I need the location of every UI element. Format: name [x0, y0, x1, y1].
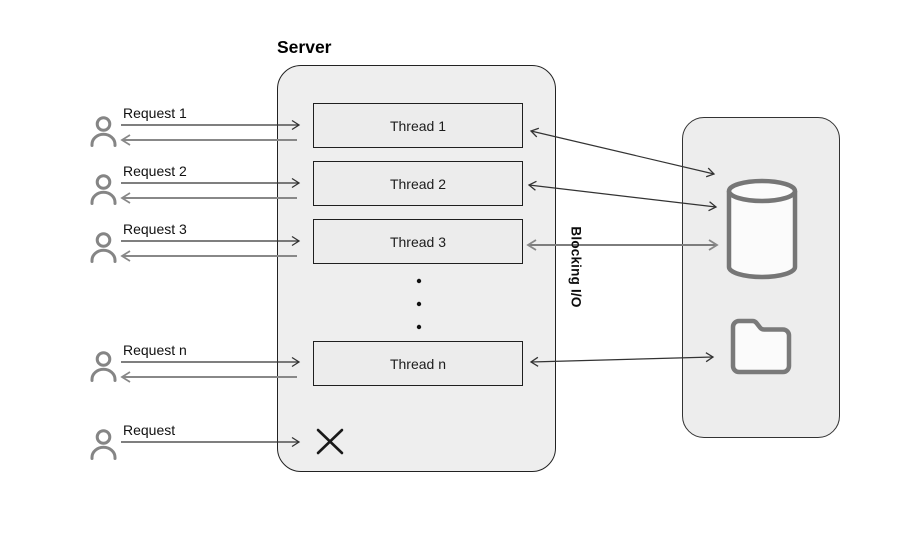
- request-rejected-label: Request: [123, 422, 176, 438]
- x-icon: [316, 428, 344, 455]
- blocking-io-label: Blocking I/O: [568, 226, 584, 308]
- thread-box-n: Thread n: [313, 341, 523, 386]
- thread-box-2: Thread 2: [313, 161, 523, 206]
- thread-box-3: Thread 3: [313, 219, 523, 264]
- database-icon: [726, 178, 798, 280]
- user-3-icon: [90, 232, 117, 263]
- ellipsis-dots-icon: [416, 278, 422, 330]
- folder-icon: [730, 318, 792, 375]
- thread-box-1: Thread 1: [313, 103, 523, 148]
- user-rejected-icon: [90, 429, 117, 460]
- thread1-db-connector: [529, 127, 716, 178]
- user-2-icon: [90, 174, 117, 205]
- threadn-folder-connector: [529, 352, 715, 367]
- request-1-label: Request 1: [123, 105, 187, 121]
- request-3-label: Request 3: [123, 221, 187, 237]
- request-2-label: Request 2: [123, 163, 187, 179]
- server-title: Server: [277, 37, 332, 57]
- request-n-label: Request n: [123, 342, 187, 358]
- user-n-icon: [90, 351, 117, 382]
- thread2-db-connector: [527, 180, 718, 212]
- user-1-icon: [90, 116, 117, 147]
